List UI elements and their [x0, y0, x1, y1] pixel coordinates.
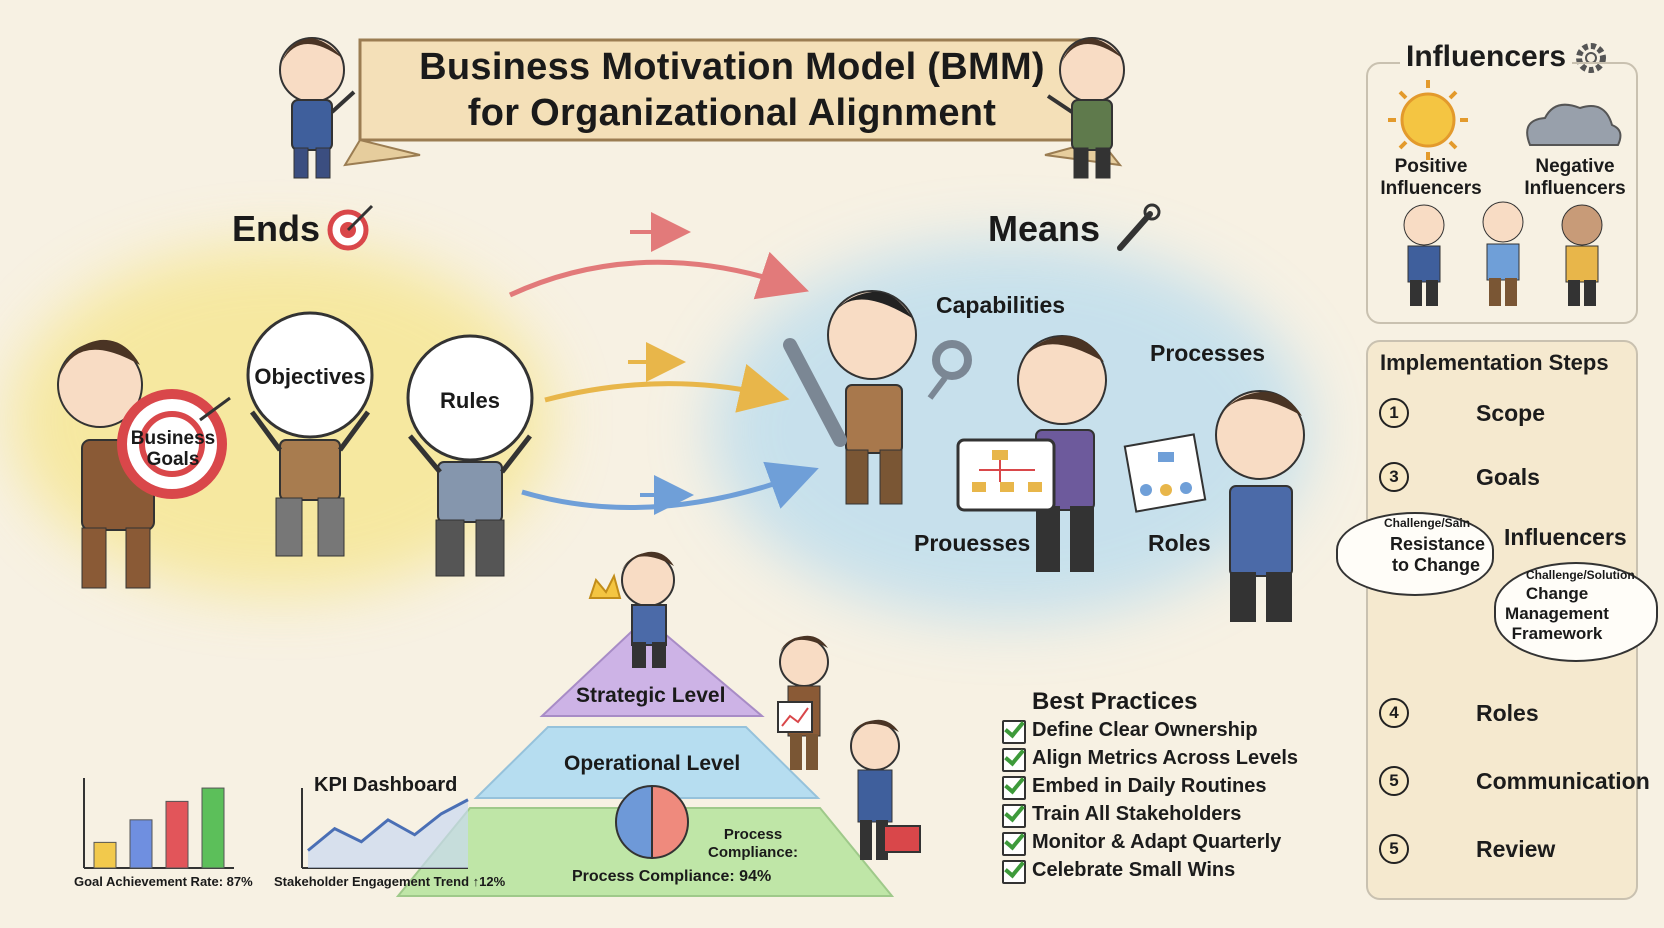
step-roles-label: Roles	[1476, 700, 1539, 726]
step-review-label: Review	[1476, 836, 1556, 862]
best-practices-title: Best Practices	[1032, 688, 1198, 715]
negative-influencers-label: Negative Influencers	[1518, 156, 1632, 200]
challenge2-heading: Challenge/Solution	[1526, 568, 1635, 582]
negative-line1: Negative	[1535, 156, 1615, 177]
bar	[165, 800, 189, 869]
trend-line	[307, 798, 469, 852]
operational-level-band	[473, 726, 821, 799]
character-presenter-right	[1046, 37, 1125, 179]
cloud-icon	[1526, 103, 1622, 146]
best-practice-item: Define Clear Ownership	[1032, 719, 1258, 741]
toolbox-icon	[883, 825, 921, 853]
business-goals-label: Business Goals	[118, 428, 228, 470]
processes-label: Processes	[1150, 340, 1266, 366]
challenge2-line2: Management	[1505, 604, 1609, 623]
objectives-label: Objectives	[254, 364, 366, 389]
kpi-dashboard-title: KPI Dashboard	[314, 774, 458, 796]
check-icon	[1002, 860, 1026, 884]
pyramid	[395, 551, 921, 897]
ends-to-means-arrows	[508, 212, 819, 515]
implementation-title: Implementation Steps	[1380, 350, 1609, 375]
negative-line2: Influencers	[1524, 178, 1626, 199]
ends-heading: Ends	[232, 208, 321, 249]
pie-slice	[615, 784, 653, 860]
step-influencers-label: Influencers	[1504, 524, 1627, 550]
capabilities-label: Capabilities	[936, 292, 1066, 318]
challenge2-line1: Change	[1525, 584, 1589, 603]
character-presenter-left	[279, 37, 356, 179]
check-icon	[1002, 776, 1026, 800]
page-title-line1: Business Motivation Model (BMM)	[419, 46, 1045, 88]
sun-icon	[1388, 80, 1468, 160]
goal-achievement-caption: Goal Achievement Rate: 87%	[74, 874, 253, 889]
influencers-art	[1388, 43, 1622, 306]
check-icon	[1002, 748, 1026, 772]
step-4-number: 4	[1379, 698, 1409, 728]
pie-slice	[651, 784, 689, 860]
process-compliance-pie	[615, 784, 689, 860]
step-goals-label: Goals	[1476, 464, 1540, 490]
step-communication-label: Communication	[1476, 768, 1650, 794]
challenge1-line1: Resistance	[1390, 534, 1486, 554]
step-5b-number: 5	[1379, 834, 1409, 864]
challenge2-text: Change Management Framework	[1502, 584, 1612, 644]
business-goals-line1: Business	[130, 428, 216, 449]
ends-target-icon	[327, 204, 374, 251]
step-5-number: 5	[1379, 766, 1409, 796]
influencer-people	[1403, 201, 1603, 306]
operational-level-label: Operational Level	[564, 752, 741, 775]
engagement-trend-chart	[301, 788, 469, 869]
roles-label: Roles	[1148, 530, 1211, 556]
process-compliance-value: Process Compliance: 94%	[572, 868, 772, 885]
trend-area	[308, 799, 468, 868]
means-heading: Means	[988, 208, 1101, 249]
process-compliance-line1: Process	[723, 826, 783, 843]
character-business-goals	[57, 339, 231, 589]
challenge1-text: Resistance to Change	[1390, 534, 1486, 576]
challenge1-heading: Challenge/Sain	[1384, 516, 1471, 530]
challenge1-line2: to Change	[1392, 555, 1480, 575]
influencers-title: Influencers	[1400, 40, 1573, 74]
challenge-solution-bubble	[1494, 562, 1658, 662]
character-roles	[1123, 390, 1305, 622]
character-objectives	[246, 311, 374, 557]
check-icon	[1002, 720, 1026, 744]
business-goals-line2: Goals	[146, 449, 200, 470]
step-1-number: 1	[1379, 398, 1409, 428]
positive-line1: Positive	[1394, 156, 1468, 177]
bar	[201, 787, 225, 869]
means-wrench-icon	[1117, 203, 1161, 251]
character-processes	[956, 335, 1107, 572]
goal-achievement-chart	[83, 778, 234, 869]
check-icon	[1002, 832, 1026, 856]
step-scope-label: Scope	[1476, 400, 1546, 426]
engagement-trend-caption: Stakeholder Engagement Trend ↑12%	[274, 874, 506, 889]
positive-influencers-label: Positive Influencers	[1374, 156, 1488, 200]
character-rules	[406, 334, 534, 577]
process-compliance-line2: Compliance:	[707, 844, 798, 861]
process-compliance-label: Process Compliance:	[698, 826, 808, 862]
best-practice-item: Monitor & Adapt Quarterly	[1032, 831, 1282, 853]
challenge-resistance-bubble	[1336, 512, 1494, 596]
best-practice-item: Embed in Daily Routines	[1032, 775, 1267, 797]
page-title-line2: for Organizational Alignment	[467, 92, 997, 134]
gear-icon	[1576, 43, 1606, 73]
challenge2-line3: Framework	[1511, 624, 1603, 643]
positive-line2: Influencers	[1380, 178, 1482, 199]
best-practice-item: Align Metrics Across Levels	[1032, 747, 1299, 769]
strategic-level-label: Strategic Level	[576, 684, 726, 707]
bar	[129, 819, 153, 869]
prouesses-label: Prouesses	[914, 530, 1031, 556]
step-3-number: 3	[1379, 462, 1409, 492]
best-practice-item: Train All Stakeholders	[1032, 803, 1242, 825]
character-capabilities	[783, 290, 972, 505]
bar	[93, 841, 117, 869]
rules-label: Rules	[440, 388, 500, 413]
check-icon	[1002, 804, 1026, 828]
best-practice-item: Celebrate Small Wins	[1032, 859, 1236, 881]
crown-icon	[588, 573, 622, 599]
